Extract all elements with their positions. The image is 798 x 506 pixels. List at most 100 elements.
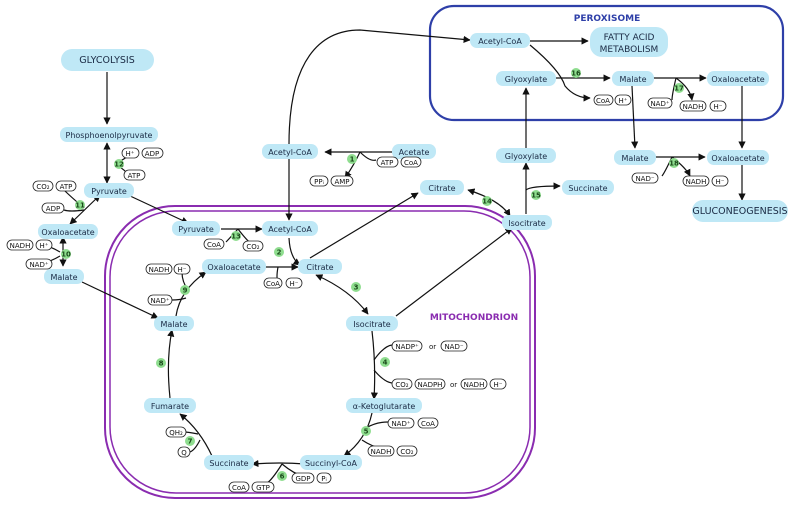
glycolysis-node: GLYCOLYSIS <box>79 55 134 66</box>
cofactor-nadh: NADH <box>10 242 31 250</box>
cofactor-coa: CoA <box>232 484 246 492</box>
isocitrate-mito-node: Isocitrate <box>353 320 391 329</box>
cofactor-h-plus: H⁺ <box>126 150 135 158</box>
cofactor-nad-plus: NAD⁺ <box>150 297 169 305</box>
cofactor-nad-minus: NAD⁻ <box>635 175 654 183</box>
acetate-node: Acetate <box>399 148 430 157</box>
cofactor-gtp: GTP <box>256 484 270 492</box>
cofactor-atp: ATP <box>128 172 141 180</box>
acetyl-coa-perox-node: Acetyl-CoA <box>478 37 522 46</box>
cofactor-pills: H⁺ ADP ATP CO₂ ATP ADP NADH H⁺ NAD⁺ PPᵢ … <box>6 94 729 493</box>
cofactor-q: Q <box>181 449 187 457</box>
alpha-ketoglutarate-node: α-Ketoglutarate <box>353 402 416 411</box>
step-18-badge: 18 <box>669 160 679 168</box>
cofactor-nadh: NADH <box>371 448 392 456</box>
succinyl-coa-node: Succinyl-CoA <box>305 459 358 468</box>
cofactor-gdp: GDP <box>295 475 310 483</box>
cofactor-h-plus: H⁺ <box>40 242 49 250</box>
cofactor-nadh: NADH <box>149 266 170 274</box>
step-8-badge: 8 <box>159 360 164 368</box>
malate-mito-node: Malate <box>161 320 188 329</box>
cofactor-coa: CoA <box>404 159 418 167</box>
cofactor-coa: CoA <box>596 97 610 105</box>
cofactor-pi: Pᵢ <box>321 475 326 483</box>
glyoxylate-cyto-node: Glyoxylate <box>505 152 548 161</box>
citrate-cyto-node: Citrate <box>428 184 455 193</box>
step-17-badge: 17 <box>674 85 684 93</box>
mitochondrion-inner <box>109 210 531 494</box>
fumarate-node: Fumarate <box>151 402 189 411</box>
step-15-badge: 15 <box>531 192 541 200</box>
cofactor-nadh: NADH <box>686 178 707 186</box>
acetyl-coa-cyto-node: Acetyl-CoA <box>268 148 312 157</box>
cofactor-co2: CO₂ <box>395 381 408 389</box>
oxaloacetate-perox-node: Oxaloacetate <box>711 75 764 84</box>
step-12-badge: 12 <box>114 161 124 169</box>
step-14-badge: 14 <box>482 198 492 206</box>
fatty-acid-node: FATTY ACID <box>604 33 655 43</box>
step-13-badge: 13 <box>231 233 241 241</box>
mitochondrion-outer <box>104 205 536 499</box>
step-2-badge: 2 <box>277 249 282 257</box>
step-16-badge: 16 <box>571 70 581 78</box>
cofactor-coa: CoA <box>207 241 221 249</box>
metabolism-node: METABOLISM <box>600 45 659 55</box>
cofactor-nad-minus: NAD⁻ <box>444 343 463 351</box>
malate-perox-node: Malate <box>620 75 647 84</box>
step-5-badge: 5 <box>364 428 369 436</box>
cofactor-qh2: QH₂ <box>169 429 183 437</box>
cofactor-ppi: PPᵢ <box>314 178 324 186</box>
cofactor-co2: CO₂ <box>400 448 413 456</box>
cofactor-nadph: NADPH <box>418 381 443 389</box>
step-4-badge: 4 <box>383 359 388 367</box>
reaction-arrows <box>41 29 746 485</box>
succinate-mito-node: Succinate <box>209 459 248 468</box>
step-7-badge: 7 <box>188 438 193 446</box>
succinate-cyto-node: Succinate <box>568 184 607 193</box>
step-3-badge: 3 <box>354 284 359 292</box>
step-10-badge: 10 <box>61 251 71 259</box>
or-text: or <box>429 343 436 351</box>
cofactor-nadh: NADH <box>464 381 485 389</box>
glyoxylate-perox-node: Glyoxylate <box>505 75 548 84</box>
cofactor-nadh: NADH <box>683 103 704 111</box>
cofactor-h-minus: H⁻ <box>494 381 503 389</box>
step-11-badge: 11 <box>75 202 85 210</box>
cofactor-nad-plus: NAD⁺ <box>650 100 669 108</box>
step-1-badge: 1 <box>350 156 355 164</box>
oxaloacetate-cyto-node: Oxaloacetate <box>41 228 94 237</box>
mitochondrion-label: MITOCHONDRION <box>430 313 518 323</box>
cofactor-h-minus: H⁻ <box>178 266 187 274</box>
cofactor-atp: ATP <box>381 159 394 167</box>
cofactor-h-minus: H⁻ <box>716 178 725 186</box>
cofactor-amp: AMP <box>334 178 349 186</box>
cofactor-nadp-plus: NADP⁺ <box>395 343 419 351</box>
oxaloacetate-mito-node: Oxaloacetate <box>207 263 260 272</box>
acetyl-coa-mito-node: Acetyl-CoA <box>268 225 312 234</box>
cofactor-atp: ATP <box>60 183 73 191</box>
step-9-badge: 9 <box>183 287 188 295</box>
step-6-badge: 6 <box>280 473 285 481</box>
metabolite-nodes: GLYCOLYSIS Phosphoenolpyruvate Pyruvate … <box>38 27 788 470</box>
or-text: or <box>450 381 457 389</box>
pyruvate-cyto-node: Pyruvate <box>91 187 127 196</box>
cofactor-adp: ADP <box>46 205 60 213</box>
phosphoenolpyruvate-node: Phosphoenolpyruvate <box>66 131 153 140</box>
cofactor-nad-plus: NAD⁺ <box>391 420 410 428</box>
cofactor-coa: CoA <box>266 280 280 288</box>
malate-cyto-node: Malate <box>51 273 78 282</box>
cofactor-coa: CoA <box>421 420 435 428</box>
cofactor-co2: CO₂ <box>246 243 259 251</box>
cofactor-h-plus: H⁺ <box>619 97 628 105</box>
cofactor-h-minus: H⁻ <box>290 280 299 288</box>
gluconeogenesis-node: GLUCONEOGENESIS <box>692 206 787 217</box>
cofactor-co2: CO₂ <box>36 183 49 191</box>
malate-cyto2-node: Malate <box>622 154 649 163</box>
cofactor-adp: ADP <box>145 150 159 158</box>
cofactor-nad-plus: NAD⁺ <box>29 261 48 269</box>
pyruvate-mito-node: Pyruvate <box>178 225 214 234</box>
oxaloacetate-cyto2-node: Oxaloacetate <box>711 154 764 163</box>
cofactor-h-minus: H⁻ <box>714 103 723 111</box>
step-badges: 1 2 3 4 5 6 7 8 9 10 11 12 13 14 15 16 1… <box>61 68 684 481</box>
